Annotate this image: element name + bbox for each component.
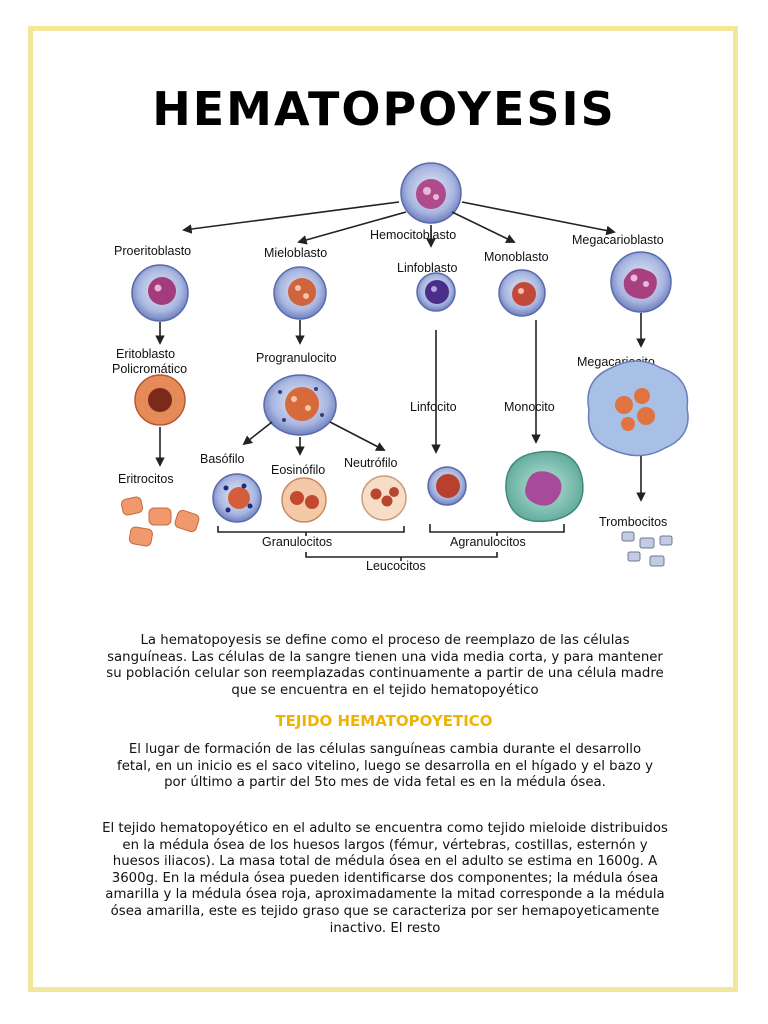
- megacariocito-cell: [587, 360, 689, 457]
- label-eosinofilo: Eosinófilo: [271, 463, 325, 477]
- neutrofilo-cell: [361, 475, 407, 521]
- monoblasto-cell: [498, 269, 546, 317]
- monocito-cell: [505, 450, 584, 523]
- label-policromatico: Policromático: [112, 362, 187, 376]
- label-leucocitos: Leucocitos: [366, 559, 426, 573]
- linfocito-cell: [427, 466, 467, 506]
- eritoblasto-cell: [134, 374, 186, 426]
- label-progranulocito: Progranulocito: [256, 351, 337, 365]
- basofilo-cell: [212, 473, 262, 523]
- progranulocito-cell: [263, 374, 337, 436]
- section-heading: TEJIDO HEMATOPOYETICO: [275, 712, 493, 730]
- hematopoiesis-diagram: Hemocitoblasto Proeritoblasto Mieloblast…: [112, 162, 689, 573]
- label-basofilo: Basófilo: [200, 452, 245, 466]
- linfoblasto-cell: [416, 272, 456, 312]
- label-eritoblasto: Eritoblasto: [116, 347, 175, 361]
- megacarioblasto-cell: [610, 251, 672, 313]
- label-eritrocitos: Eritrocitos: [118, 472, 174, 486]
- label-hemocitoblasto: Hemocitoblasto: [370, 228, 456, 242]
- paragraph-fetal-development: El lugar de formación de las células san…: [117, 742, 653, 791]
- label-agranulocitos: Agranulocitos: [450, 535, 526, 549]
- mieloblasto-cell: [273, 266, 327, 320]
- label-trombocitos: Trombocitos: [599, 515, 667, 529]
- hemocitoblasto-cell: [400, 162, 462, 224]
- label-neutrofilo: Neutrófilo: [344, 456, 398, 470]
- trombocitos-cells: [621, 531, 673, 567]
- label-proeritoblasto: Proeritoblasto: [114, 244, 191, 258]
- eritrocitos-cells: [120, 496, 200, 547]
- intro-paragraph: La hematopoyesis se define como el proce…: [106, 633, 664, 698]
- label-linfocito: Linfocito: [410, 400, 457, 414]
- proeritoblasto-cell: [131, 264, 189, 322]
- document-title: HEMATOPOYESIS: [152, 82, 616, 136]
- label-monocito: Monocito: [504, 400, 555, 414]
- eosinofilo-cell: [281, 477, 327, 523]
- label-granulocitos: Granulocitos: [262, 535, 332, 549]
- label-mieloblasto: Mieloblasto: [264, 246, 327, 260]
- label-megacarioblasto: Megacarioblasto: [572, 233, 664, 247]
- paragraph-adult-tissue: El tejido hematopoyético en el adulto se…: [102, 821, 668, 936]
- page-border: [28, 26, 738, 992]
- label-linfoblasto: Linfoblasto: [397, 261, 458, 275]
- label-monoblasto: Monoblasto: [484, 250, 549, 264]
